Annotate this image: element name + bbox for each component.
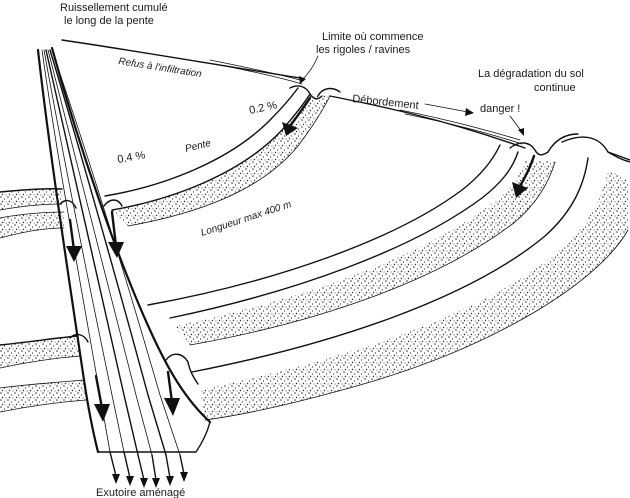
label-overflow: Débordement — [352, 93, 420, 112]
ridge-band-mid-left — [0, 211, 65, 239]
label-slope-upper: 0.2 % — [248, 99, 278, 117]
upper-slope-lines — [61, 39, 630, 163]
label-slope-word: Pente — [184, 138, 212, 155]
ridge-band-terrace-1 — [104, 87, 331, 227]
labels: Ruissellement cumulé le long de la pente… — [60, 2, 584, 498]
arrow-channel-left-upper — [66, 218, 82, 262]
ridge-band-upper-left — [0, 188, 63, 211]
flow-arrows — [66, 55, 536, 422]
label-soil-degradation-line2: continue — [534, 82, 576, 94]
label-soil-degradation-line1: La dégradation du sol — [478, 68, 584, 80]
ridge-band-bottom-left — [0, 379, 87, 413]
label-slope-lower: 0.4 % — [116, 149, 146, 166]
label-cumulative-runoff-line2: le long de la pente — [64, 15, 154, 27]
ridge-band-terrace-2 — [147, 144, 556, 346]
arrow-terrace-2 — [512, 154, 536, 198]
arrow-rill-limit — [299, 55, 319, 84]
label-rill-limit-line2: les rigoles / ravines — [316, 44, 411, 56]
label-max-length: Longueur max 400 m — [200, 199, 293, 239]
arrow-terrace-1 — [282, 96, 312, 136]
arrow-channel-left-lower — [94, 374, 110, 422]
label-rill-limit-line1: Limite où commence — [322, 31, 424, 43]
overflow-notches — [59, 85, 579, 385]
arrow-overflow — [424, 103, 474, 116]
outlet-channel — [36, 46, 212, 488]
ridge-band-lower-left — [0, 335, 81, 369]
arrow-channel-right-upper — [108, 210, 124, 258]
label-outlet: Exutoire aménagé — [96, 487, 185, 498]
label-danger: danger ! — [480, 103, 520, 115]
arrow-channel-right-lower — [164, 370, 180, 416]
label-cumulative-runoff-line1: Ruissellement cumulé — [60, 2, 168, 14]
arrow-danger — [509, 115, 524, 136]
